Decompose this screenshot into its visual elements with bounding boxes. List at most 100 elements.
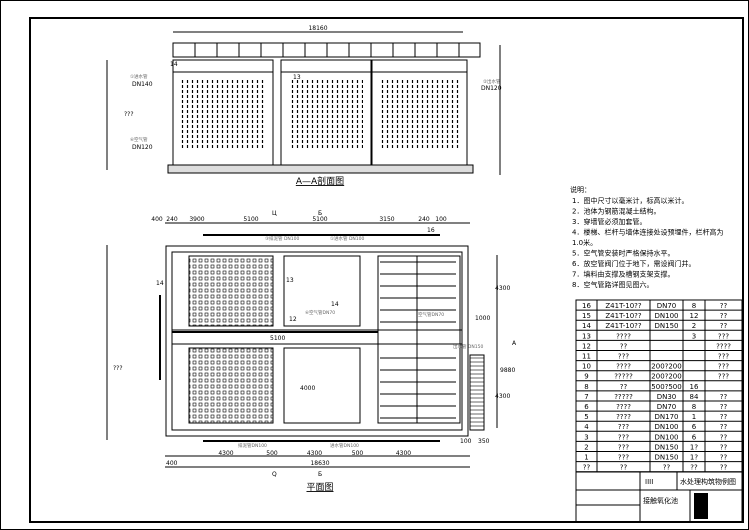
table-cell: ??? (718, 332, 729, 340)
section-mark-a: A (512, 340, 517, 347)
inlet-pipe-dn: DN140 (132, 81, 153, 88)
table-cell: 16 (582, 302, 591, 310)
table-cell: ?? (720, 433, 728, 441)
table-cell: DN70 (657, 403, 677, 411)
table-cell: DN100 (655, 312, 679, 320)
dimension-top: 240 (418, 216, 430, 223)
table-cell: 200?200 (651, 373, 681, 381)
table-row: 13????3??? (582, 332, 729, 340)
table-cell: 13 (582, 332, 591, 340)
table-cell: 4 (584, 423, 589, 431)
drawing-name: 接触氧化池 (643, 496, 678, 505)
note-item: 1．图中尺寸以毫米计，标高以米计。 (572, 196, 688, 205)
table-cell: ??? (618, 433, 629, 441)
dimension-bottom: 500 (266, 450, 278, 457)
pipe-label-7: 出水管 DN150 (453, 343, 483, 350)
table-cell: DN150 (655, 454, 679, 462)
media-packing (289, 78, 363, 150)
tank-cell-wall (172, 59, 274, 166)
title-block: IIII 水处理构筑物例图 接触氧化池 (575, 471, 743, 523)
media-packing (181, 78, 265, 150)
note-item: 3．穿墙管必须加套管。 (572, 217, 646, 226)
table-cell: ??? (618, 454, 629, 462)
table-cell: DN100 (655, 423, 679, 431)
outlet-pipe-label: ②出水管 (483, 78, 501, 85)
plan-callout-14: 14 (156, 280, 164, 287)
plan-dim-right-1: 100 (460, 438, 472, 445)
axis-bottom-2: Б (318, 471, 322, 478)
callout-14: 14 (170, 61, 178, 68)
table-cell: ?? (720, 302, 728, 310)
table-cell: 1? (690, 443, 698, 451)
table-row: 1??? DN150 1??? (584, 454, 727, 462)
plan-callout-16: 16 (427, 227, 435, 234)
table-cell: Z41T-10?? (605, 302, 641, 310)
table-cell: 200?200 (651, 363, 681, 371)
table-cell: DN150 (655, 322, 679, 330)
table-cell: 2 (584, 443, 588, 451)
pipe-label-6: 进水管DN100 (330, 442, 359, 449)
table-cell: 8 (692, 403, 696, 411)
tank-outer-wall (165, 245, 469, 437)
dimension-top: 100 (435, 216, 447, 223)
table-cell: ??? (718, 353, 729, 361)
table-cell: ???? (616, 403, 631, 411)
table-cell: 8 (692, 302, 696, 310)
table-cell: 11 (582, 353, 591, 361)
table-cell: 9 (584, 373, 588, 381)
table-cell: ??? (618, 353, 629, 361)
dimension-bottom: 500 (352, 450, 364, 457)
table-cell: ??? (718, 373, 729, 381)
table-row: 11?????? (582, 353, 729, 361)
table-cell: 12 (690, 312, 699, 320)
table-cell: Z41T-10?? (605, 312, 641, 320)
table-cell: 6 (692, 433, 697, 441)
dimension-bottom: 4300 (218, 450, 233, 457)
table-cell: ?? (720, 443, 728, 451)
table-cell: ?? (720, 393, 728, 401)
table-cell: 1? (690, 454, 698, 462)
notes-block: 说明： 1．图中尺寸以毫米计，标高以米计。2．池体为钢筋混凝土结构。3．穿墙管必… (570, 185, 723, 289)
table-cell: ?? (720, 454, 728, 462)
table-cell: 10 (582, 363, 591, 371)
callout-13: 13 (293, 74, 301, 81)
plan-callout-14b: 14 (331, 301, 339, 308)
table-cell: ?? (720, 312, 728, 320)
note-item: 8．空气管路详图见图六。 (572, 280, 653, 289)
drawing-frame (29, 17, 744, 523)
table-cell: 1 (692, 413, 696, 421)
table-cell: ?? (720, 464, 728, 472)
pipe-label-2: ①进水管 DN100 (330, 235, 365, 242)
pipe-label-5: 排泥管DN100 (238, 442, 267, 449)
table-cell: Z41T-10?? (605, 322, 641, 330)
table-cell: 3 (692, 332, 696, 340)
title-block-frame (575, 471, 743, 523)
table-row: 9?????200?200??? (584, 373, 729, 381)
table-cell: 7 (584, 393, 588, 401)
table-cell: ?? (720, 423, 728, 431)
table-cell: 1 (584, 454, 588, 462)
media-zone-top (188, 255, 274, 327)
table-cell: 8 (584, 383, 588, 391)
note-item: 6．放空管阀门位于地下，需设阀门井。 (572, 259, 695, 268)
dimension-right: 4300 (495, 393, 510, 400)
central-channel (171, 329, 463, 345)
pipe-label-3: ⑥空气管DN70 (305, 309, 335, 316)
axis-top-1: Ц (272, 210, 277, 217)
table-cell: DN70 (657, 302, 677, 310)
table-cell: 6 (692, 423, 697, 431)
air-pipe-dn: DN120 (132, 144, 153, 151)
table-cell: ?? (720, 403, 728, 411)
table-cell: ?? (720, 322, 728, 330)
inlet-pipe-label: ①进水管 (130, 73, 148, 80)
chamber-right (377, 255, 461, 424)
table-cell: 14 (582, 322, 591, 330)
table-cell: ???? (616, 363, 631, 371)
plan-dim-right-2: 350 (478, 438, 490, 445)
media-packing (380, 78, 459, 150)
